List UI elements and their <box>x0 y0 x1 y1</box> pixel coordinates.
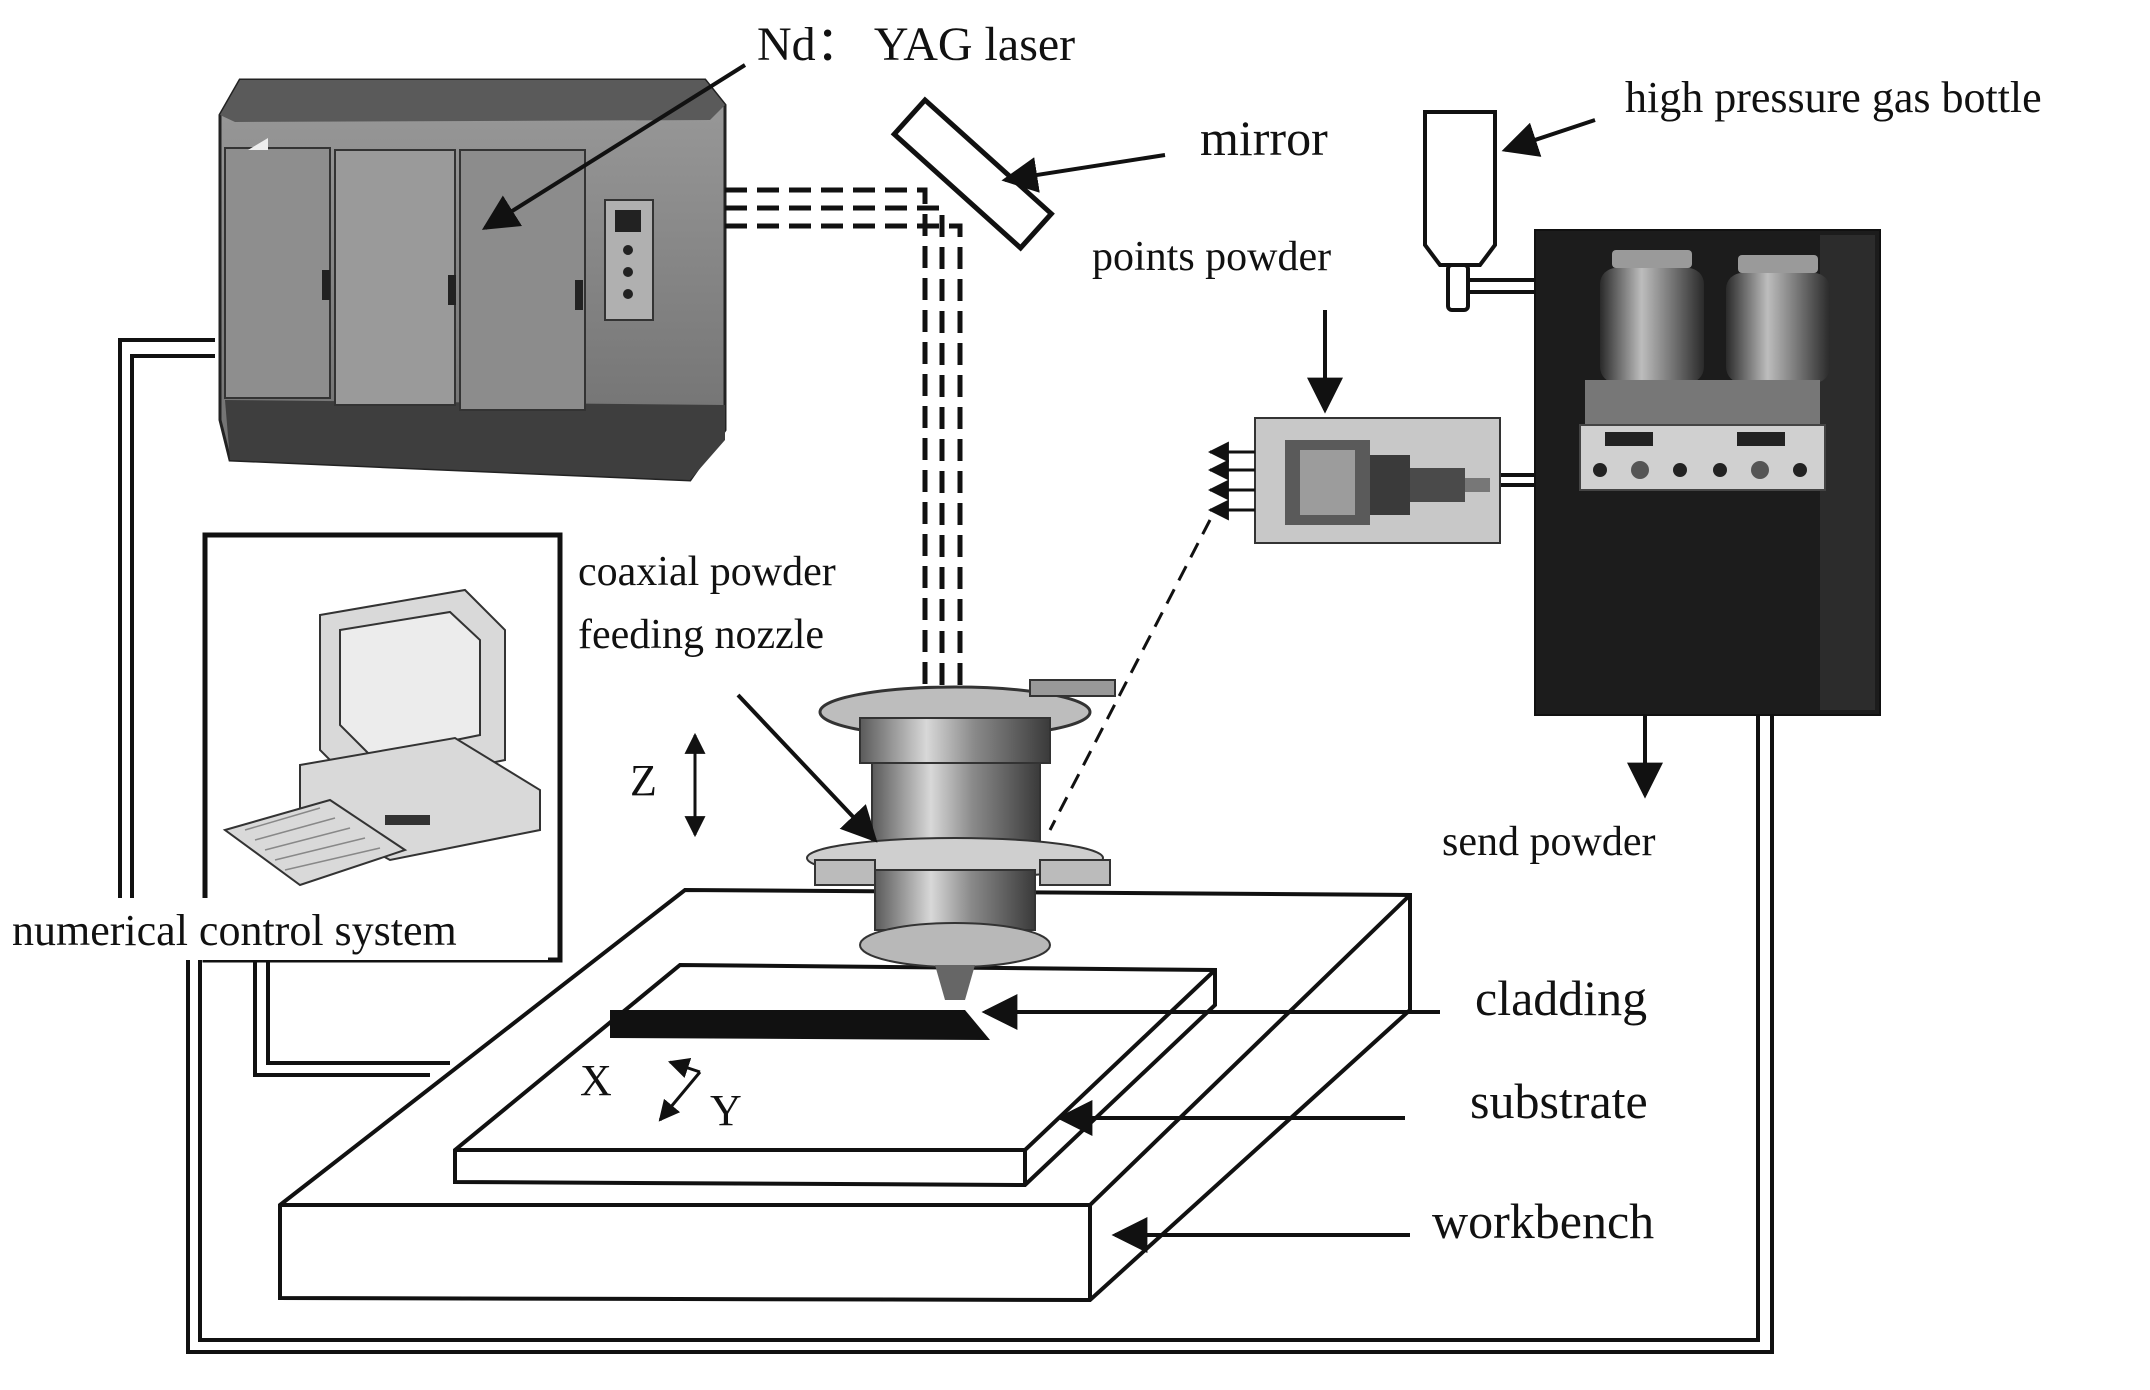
workbench-label: workbench <box>1432 1193 1654 1249</box>
mirror <box>890 96 1055 252</box>
laser-leader-arrow <box>481 63 747 230</box>
control-system-label: numerical control system <box>12 906 457 955</box>
laser-beam <box>725 187 963 690</box>
cladding-track <box>610 1010 990 1040</box>
z-axis-label: Z <box>630 756 657 805</box>
control-label-bg <box>8 898 548 960</box>
powder-feed-line <box>1048 519 1212 831</box>
powder-splitter <box>1254 417 1501 544</box>
x-axis-label: X <box>580 1056 612 1105</box>
laser-label: Nd： YAG laser <box>757 18 1075 71</box>
nozzle-leader-arrow <box>736 693 878 843</box>
coaxial-nozzle <box>806 679 1116 1000</box>
nozzle-label-line1: coaxial powder <box>578 549 836 595</box>
send-powder-label: send powder <box>1442 819 1655 865</box>
powder-feeder <box>1534 229 1881 716</box>
mirror-label: mirror <box>1200 110 1328 166</box>
gas-bottle-label: high pressure gas bottle <box>1625 73 2042 122</box>
control-computer <box>202 532 563 963</box>
cladding-label: cladding <box>1475 970 1647 1026</box>
leader-arrows <box>481 63 1663 1253</box>
substrate-label: substrate <box>1470 1073 1648 1129</box>
nozzle-label-line2: feeding nozzle <box>578 612 824 658</box>
xy-axis-arrows <box>658 1058 702 1122</box>
gas-bottle-leader-arrow <box>1501 118 1596 157</box>
mirror-leader-arrow <box>1001 153 1166 193</box>
gas-bottle <box>1423 110 1497 312</box>
y-axis-label: Y <box>710 1086 742 1135</box>
laser-cabinet <box>218 78 727 482</box>
splitter-outlet-arrows <box>1207 441 1255 521</box>
points-powder-label: points powder <box>1092 234 1331 280</box>
